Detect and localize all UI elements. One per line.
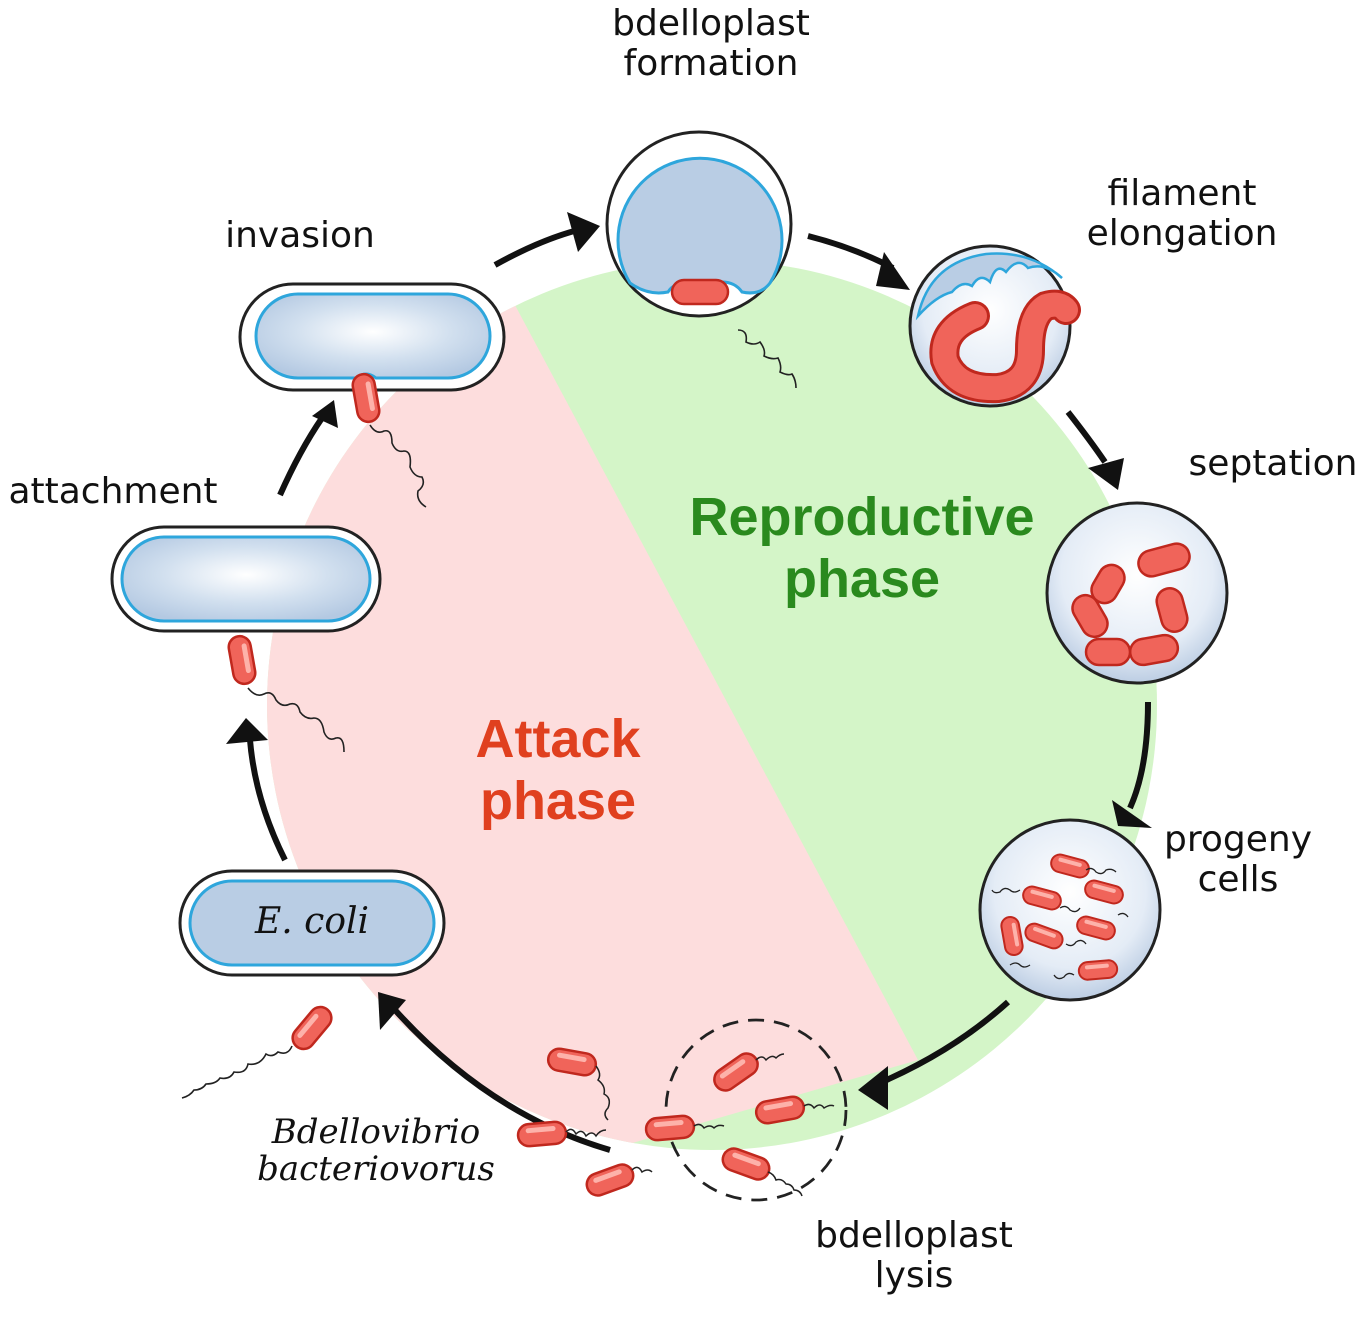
arrow-lysis-to-prey: [392, 1007, 611, 1153]
septation-line1: septation: [1188, 443, 1358, 484]
arrowhead-1: [567, 212, 600, 252]
septation-cell: [1045, 501, 1229, 685]
septated-filament: [1071, 542, 1191, 667]
stage-label-invasion: invasion: [214, 216, 386, 256]
progeny-cells-line1: progeny: [1163, 819, 1312, 860]
invasion-line1: invasion: [225, 215, 375, 256]
arrowhead-3: [1088, 458, 1124, 490]
predator-name-line1: Bdellovibrio: [271, 1112, 481, 1152]
arrow-elongation-to-septation: [1065, 410, 1108, 464]
stage-label-filament-elongation: filament elongation: [1072, 174, 1292, 253]
lysis-ring: [664, 1018, 848, 1202]
prey-name: E. coli: [254, 901, 370, 942]
bdelloplast-lysis-line1: bdelloplast: [815, 1215, 1013, 1256]
arrowhead-7: [226, 718, 268, 744]
stage-label-septation: septation: [1180, 444, 1366, 484]
bdelloplast-lysis-line2: lysis: [874, 1254, 954, 1296]
attachment-prey: [110, 525, 382, 753]
stage-label-bdelloplast-lysis: bdelloplast lysis: [784, 1216, 1044, 1295]
stage-label-attachment: attachment: [0, 472, 226, 512]
arrowhead-8: [312, 400, 338, 428]
filament-elongation-cell: [908, 244, 1081, 408]
arrowhead-4: [1112, 800, 1152, 828]
arrow-formation-to-elongation: [807, 233, 895, 271]
intracellular-predator: [670, 278, 730, 306]
arrow-invasion-to-formation: [493, 227, 579, 268]
arrow-prey-to-attachment: [247, 739, 288, 862]
predator-flagellum: [247, 687, 345, 753]
progeny-cells-bubble: [978, 818, 1162, 1002]
released-predators: [181, 1001, 835, 1200]
invading-flagellum: [369, 424, 427, 508]
arrowhead-2: [876, 252, 910, 290]
reproductive-phase-label: Reproductive phase: [676, 486, 1048, 610]
predator-name-label: Bdellovibrio bacteriovorus: [226, 1112, 526, 1190]
stage-label-progeny-cells: progeny cells: [1150, 820, 1326, 899]
predator-name-line2: bacteriovorus: [257, 1149, 495, 1190]
reproductive-phase-line2: phase: [783, 549, 941, 610]
attack-phase-label: Attack phase: [440, 708, 676, 832]
arrow-progeny-to-lysis: [880, 999, 1011, 1085]
bdelloplast-formation-line2: formation: [623, 42, 799, 84]
arrowhead-5: [858, 1066, 888, 1110]
bdelloplast-formation-cell: [605, 130, 797, 389]
arrowheads: [226, 212, 1152, 1110]
attachment-line1: attachment: [8, 471, 218, 512]
arrow-attachment-to-invasion: [277, 416, 325, 497]
filament-elongation-line2: elongation: [1086, 212, 1278, 254]
progeny-cells-line2: cells: [1197, 858, 1279, 900]
elongating-filament: [932, 292, 1078, 401]
prey-ecoli: [178, 869, 446, 977]
arrowhead-6: [378, 992, 406, 1030]
invasion-prey: [238, 282, 506, 508]
arrow-septation-to-progeny: [1127, 701, 1151, 810]
stage-label-bdelloplast-formation: bdelloplast formation: [566, 4, 856, 83]
filament-elongation-line1: filament: [1107, 173, 1257, 214]
reproductive-phase-line1: Reproductive: [689, 487, 1035, 547]
attack-phase-line1: Attack: [475, 709, 641, 769]
bdelloplast-formation-line1: bdelloplast: [612, 3, 810, 44]
attack-phase-line2: phase: [479, 771, 637, 832]
shed-flagellum: [737, 329, 797, 389]
attack-phase-area: [267, 260, 918, 1150]
attached-predator: [225, 633, 259, 687]
prey-name-label: E. coli: [200, 902, 424, 942]
